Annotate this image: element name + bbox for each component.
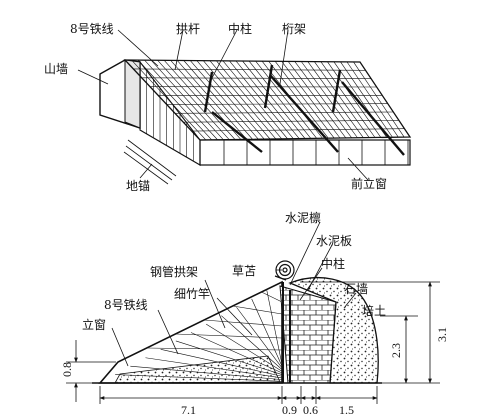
dimension-lines xyxy=(66,281,440,404)
label-cement-board: 水泥板 xyxy=(316,234,352,248)
banked-soil xyxy=(288,277,379,384)
dim-ridge-height: 3.1 xyxy=(435,327,449,342)
roof-arch-line xyxy=(196,60,265,140)
roof-arch-line xyxy=(255,60,317,139)
roof-arch-line xyxy=(137,59,212,141)
roof-arch-line xyxy=(353,61,405,138)
roof-arch-line xyxy=(340,61,393,138)
section-arch-rib xyxy=(130,365,283,380)
dim-post-gap: 0.9 xyxy=(282,403,297,416)
roof-arch-line xyxy=(268,61,329,139)
roof-arch-line xyxy=(287,61,347,139)
label-arch-bar: 拱杆 xyxy=(176,22,200,36)
section-arch-rib xyxy=(236,307,283,369)
label-steel-arch: 钢管拱架 xyxy=(150,264,198,279)
roof-arch-line xyxy=(163,60,236,140)
roof-grid xyxy=(131,59,405,141)
dim-soil-base: 1.5 xyxy=(339,403,354,416)
label-banked-soil: 培土 xyxy=(362,303,386,318)
section-arch-rib xyxy=(115,374,283,382)
roof-arch-line xyxy=(176,60,247,140)
center-posts xyxy=(203,64,405,156)
section-arch-rib xyxy=(145,357,283,379)
section-purlin-tick xyxy=(150,341,159,347)
dim-front-height: 0.8 xyxy=(60,362,74,377)
gable-wall-shadow xyxy=(124,59,141,129)
label-bamboo-pole: 细竹竿 xyxy=(174,286,210,301)
section-view: 水泥檩 水泥板 草苫 中柱 钢管拱架 细竹竿 石墙 8号铁线 培土 立窗 xyxy=(60,210,449,416)
section-purlin-tick xyxy=(216,309,225,315)
section-arch-rib xyxy=(175,340,283,375)
roof-arch-line xyxy=(203,60,271,140)
section-purlin-line xyxy=(232,305,283,315)
section-purlin-line xyxy=(146,347,283,351)
top-view: 8号铁线 拱杆 中柱 桁架 山墙 地锚 前立窗 xyxy=(44,21,412,193)
roof-arch-line xyxy=(222,60,288,139)
dim-wall-thickness: 0.6 xyxy=(303,403,318,416)
slope-lines xyxy=(146,70,194,162)
roof-arch-line xyxy=(314,61,370,138)
section-arch-rib xyxy=(221,315,283,370)
roof-arch-line xyxy=(150,60,224,140)
label-straw-mat: 草苫 xyxy=(232,264,256,278)
roof-arch-line xyxy=(209,60,277,140)
dim-wall-height: 2.3 xyxy=(389,343,403,358)
label-stone-wall: 石墙 xyxy=(344,282,368,296)
label-center-post-top: 中柱 xyxy=(228,21,252,36)
floor-soil xyxy=(114,355,281,384)
label-center-post-section: 中柱 xyxy=(321,256,345,271)
roof-arch-line xyxy=(183,60,253,140)
section-arch-rib xyxy=(190,332,283,374)
top-leaders xyxy=(77,29,369,181)
section-center-post xyxy=(282,282,291,383)
label-front-window-section: 立窗 xyxy=(82,317,106,332)
label-ground-anchor: 地锚 xyxy=(126,178,150,193)
section-purlin-line xyxy=(261,291,283,303)
section-purlin-line xyxy=(204,319,283,327)
roof-arch-line xyxy=(327,61,382,138)
section-leaders xyxy=(111,221,357,367)
roof-arch-line xyxy=(301,61,358,138)
label-wire-top: 8号铁线 xyxy=(70,22,114,36)
ground-anchors xyxy=(123,139,177,185)
roof-arch-line xyxy=(346,61,399,138)
section-arch-rib xyxy=(266,290,283,365)
label-purlin-frame: 桁架 xyxy=(282,22,306,36)
section-arch-rib xyxy=(160,349,283,377)
section-roof-grid xyxy=(115,290,283,382)
section-purlin-tick xyxy=(183,325,192,331)
front-window-band xyxy=(199,139,411,166)
dim-span: 7.1 xyxy=(181,403,196,416)
roof-arch-line xyxy=(157,60,230,140)
section-purlin-tick xyxy=(249,293,258,299)
roof-arch-line xyxy=(229,60,294,139)
label-front-window-top: 前立窗 xyxy=(351,176,387,191)
roof-arch-line xyxy=(281,61,341,139)
roof-arch-line xyxy=(274,61,335,139)
roof-arch-line xyxy=(190,60,259,140)
label-wire-section: 8号铁线 xyxy=(104,298,148,312)
roof-arch-line xyxy=(320,61,376,138)
section-arch-rib xyxy=(206,323,283,372)
roof-arch-line xyxy=(216,60,282,140)
roof-arch-line xyxy=(235,60,300,139)
straw-mat-roll xyxy=(274,260,295,281)
roof-arch-line xyxy=(248,60,312,139)
roof-arch-line xyxy=(144,59,218,140)
label-cement-purlin: 水泥檩 xyxy=(285,210,321,225)
window-panes xyxy=(223,140,409,165)
section-purlin-line xyxy=(175,333,283,339)
roof-arch-line xyxy=(242,60,306,139)
roof-arch-line xyxy=(294,61,352,139)
stone-block-wall xyxy=(279,285,337,384)
label-gable-wall: 山墙 xyxy=(44,62,68,76)
